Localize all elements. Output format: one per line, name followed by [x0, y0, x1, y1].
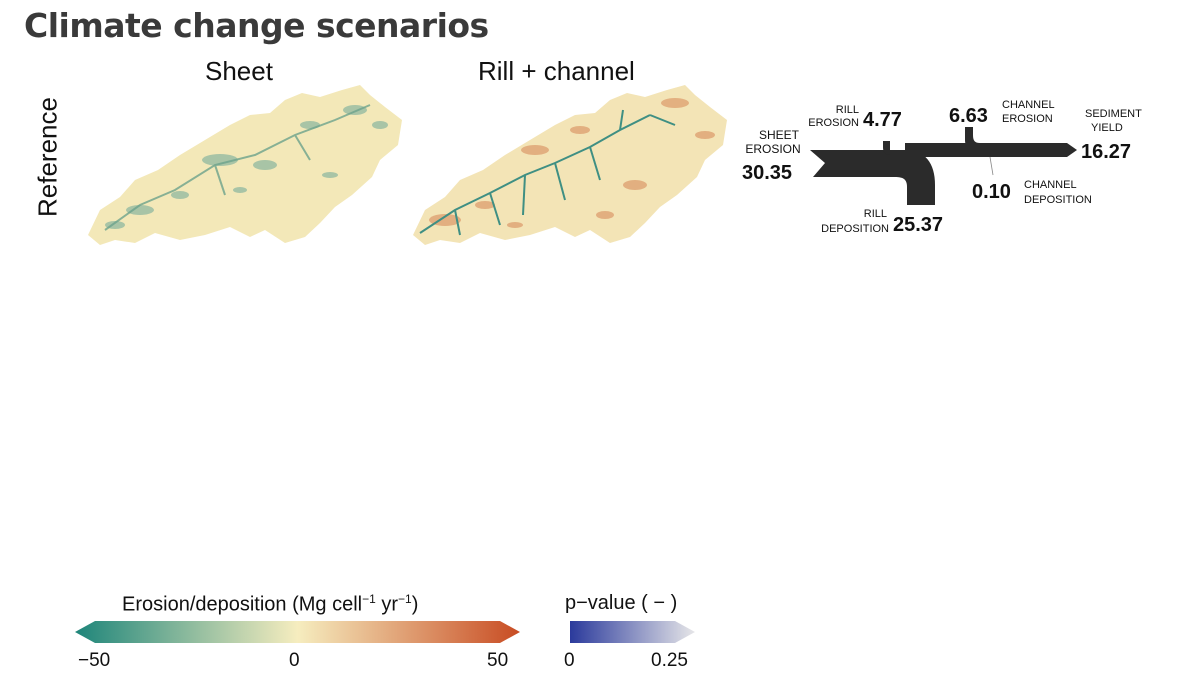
sheet-erosion-map: [88, 85, 402, 245]
erosion-legend-title-main: Erosion/deposition (Mg cell: [122, 593, 363, 616]
deposition-patches: [429, 98, 715, 228]
erosion-legend-title-end: ): [411, 593, 419, 616]
row-label-text: Reference: [32, 97, 63, 217]
channel-erosion-value: 6.63: [949, 105, 988, 127]
sheet-erosion-label-line2: EROSION: [745, 142, 800, 156]
sediment-yield-label-line2: YIELD: [1091, 122, 1123, 134]
pvalue-tick-max: 0.25: [651, 650, 688, 671]
channel-erosion-label-line2: EROSION: [1002, 113, 1053, 125]
sheet-erosion-label-line1: SHEET: [759, 128, 800, 142]
pvalue-legend-title: p−value ( − ): [565, 592, 678, 614]
row-label-reference: Reference: [22, 92, 74, 222]
column-label-rill-channel: Rill + channel: [478, 56, 635, 86]
sankey-flow-to-yield: [905, 143, 1077, 157]
rill-erosion-label-line1: RILL: [836, 104, 859, 116]
rill-deposition-label-line1: RILL: [864, 208, 887, 220]
sankey-flow-channel-deposition: [989, 156, 994, 176]
erosion-colorbar: [75, 621, 520, 643]
erosion-tick-zero: 0: [289, 650, 300, 671]
pvalue-tick-min: 0: [564, 650, 575, 671]
column-label-sheet: Sheet: [205, 56, 273, 86]
rill-erosion-label-line2: EROSION: [808, 117, 859, 129]
sheet-erosion-value: 30.35: [742, 162, 792, 184]
erosion-patches: [105, 105, 388, 229]
pvalue-colorbar-bar: [570, 621, 695, 643]
erosion-colorbar-bar: [75, 621, 520, 643]
channel-deposition-value: 0.10: [972, 181, 1011, 203]
channel-erosion-label-line1: CHANNEL: [1002, 99, 1055, 111]
erosion-legend-title-exp1: −1: [362, 592, 376, 606]
page-title: Climate change scenarios: [24, 6, 489, 45]
erosion-legend-title-exp2: −1: [398, 592, 412, 606]
rill-channel-erosion-map: [413, 85, 727, 245]
sediment-yield-label-line1: SEDIMENT: [1085, 108, 1142, 120]
channel-network: [419, 109, 676, 236]
pvalue-colorbar: [570, 621, 695, 643]
erosion-tick-min: −50: [78, 650, 111, 671]
rill-erosion-value: 4.77: [863, 109, 902, 131]
sankey-flow-sheet-erosion: [810, 150, 935, 205]
channel-deposition-label-line2: DEPOSITION: [1024, 194, 1092, 206]
rill-deposition-label-line2: DEPOSITION: [821, 223, 889, 235]
erosion-tick-max: 50: [487, 650, 509, 671]
erosion-legend-title-mid: yr: [375, 593, 399, 616]
channel-deposition-label-line1: CHANNEL: [1024, 179, 1077, 191]
sediment-yield-value: 16.27: [1081, 141, 1131, 163]
sediment-budget-sankey: SHEET EROSION 30.35 RILL EROSION 4.77 6.…: [742, 99, 1142, 236]
channel-lines: [104, 104, 371, 231]
sankey-flow-rill-erosion: [883, 141, 905, 155]
rill-deposition-value: 25.37: [893, 214, 943, 236]
erosion-legend-title: Erosion/deposition (Mg cell−1 yr−1): [122, 592, 418, 617]
